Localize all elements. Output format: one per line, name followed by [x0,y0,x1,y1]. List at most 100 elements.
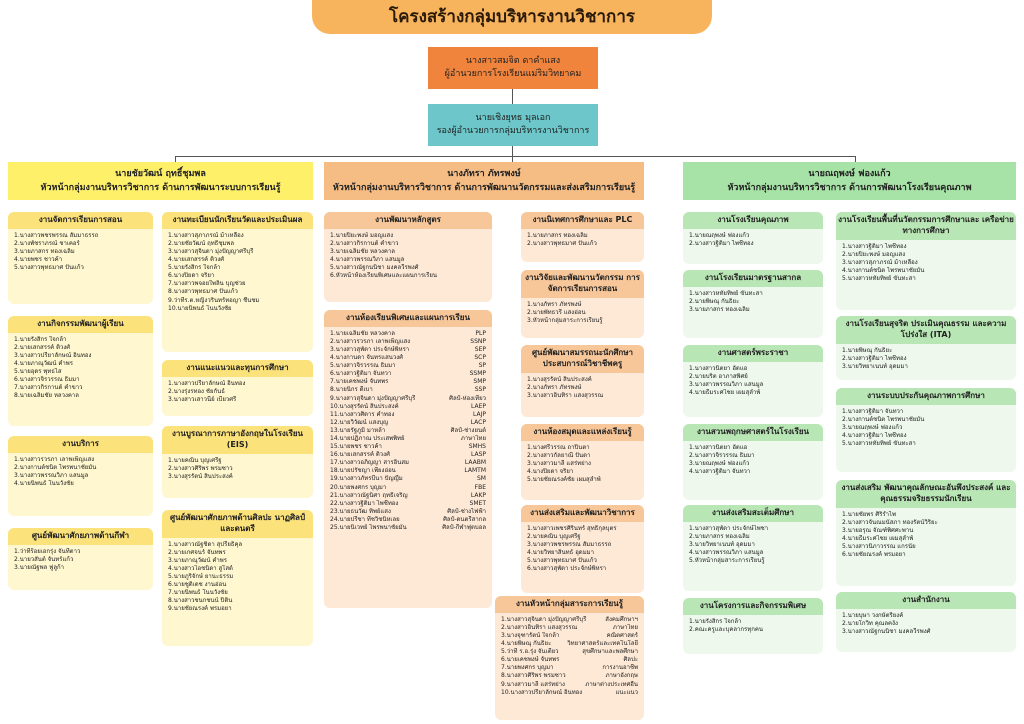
member-assignment: SCP [474,354,486,362]
member-item: 4.นางสาวพรรณวิภา แสนมูล [330,256,405,264]
member-item: 1.นายรังสิกร ใจกล้า [689,617,742,625]
director-box: นางสาวสมจิต ดาคำแสง ผู้อำนวยการโรงเรียนแ… [428,47,598,89]
member-assignment: สุขศึกษาและพลศึกษา [582,648,638,656]
card-members: 1.นางสุรรัตน์ สินประสงค์2.นางภัทรา ภัทรพ… [521,373,644,403]
card-title: งานสำนักงาน [836,592,1016,609]
card-title: งานโครงการและกิจกรรมพิเศษ [683,598,823,615]
member-row: 24.นายปรีชา ทีชวิชนิหเลยศิลป์-ดนตรีสากล [330,516,486,524]
member-name: 14.นายปฏิภาณ ประเสพพิทย์ [330,435,405,443]
member-item: 3.นายณฤพงษ์ ฟองแก้ว [689,459,750,467]
director-role: ผู้อำนวยการโรงเรียนแม่ริมวิทยาคม [444,69,582,79]
member-item: 3.นายภาสกร ทองเฉลิม [689,305,750,313]
member-item: 1.นายปิยะพงษ์ มอญแสง [330,231,394,239]
card-special-projects: งานโครงการและกิจกรรมพิเศษ 1.นายรังสิกร ใ… [683,598,823,654]
member-item: 4.นายธีมระศไชย เผมสุลำพ์ [842,534,914,542]
card-title: งานบริการ [8,436,153,453]
member-name: 11.นางสาวศิดาร คำทอง [330,410,395,418]
head-role: หัวหน้ากลุ่มงานบริหารวิชาการ ด้านการพัฒน… [727,183,972,193]
card-botanical-garden: งานสวนพฤกษศาสตร์ในโรงเรียน 1.นางสาวนิตยา… [683,424,823,500]
member-assignment: ศิลป์-ดนตรีสากล [443,515,486,523]
card-title: งานห้องสมุดและแหล่งเรียนรู้ [521,424,644,441]
member-name: 7.นายพงศกร บุญมา [501,664,554,672]
member-item: 2.นางสาวฐิติมา ไพชีทอง [689,239,754,247]
member-name: 5.นางสาวจิรวรรณ ธิมมา [330,362,396,370]
head-quality-school: นายณฤพงษ์ ฟองแก้ว หัวหน้ากลุ่มงานบริหารว… [683,162,1016,200]
member-name: 23.นายธนวัฒ ทิพย์แสง [330,507,391,515]
member-item: 3.นายณฤพงษ์ ฟองแก้ว [842,423,903,431]
member-item: 1.นายคณิน บุญเศรีฐ [168,456,222,464]
member-assignment: ภาษาไทย [612,623,638,631]
member-assignment: LAEP [471,402,486,410]
member-item: 2.นายพิษณุ กันธิยะ [689,297,740,305]
member-item: 2.นายเกศจนร์ จันทพร [168,548,226,556]
member-row: 10.นางสาวปรียาลักษณ์ อินทองแนะแนว [501,689,638,697]
member-item: 7.นายนิพนธ์ โนนวังชัย [168,589,228,597]
member-item: 2.นายคณิน บุญเศรีฐ [527,532,581,540]
member-name: 25.นายนิเวทย์ ไพรพนาชัยมัน [330,524,407,532]
card-sports: ศูนย์พัฒนาศักยภาพด้านกีฬา 1.ว่าที่ร้อยเอ… [8,528,153,590]
member-assignment: SM [477,475,486,483]
member-item: 1.นางสาวรวรภา เลาพเพ็ญแสง [14,455,95,463]
connector [175,156,176,162]
member-item: 5.นายชัยณรงค์ชัย เผมสุลำพ์ [527,476,601,484]
member-item: 7.นางสาวกิรกานต์ คำขาว [14,384,83,392]
member-row: 9.นางสาวมาลี แสร่ทย่างภาษาต่างประเทศอื่น [501,681,638,689]
member-item: 3.หัวหน้ากลุ่มสาระการเรียนรู้ [527,316,603,324]
card-title: งานส่งเสริม พัฒนาคุณลักษณะอันพึงประสงค์ … [836,480,1016,508]
member-row: 2.นางสาวอินทิรา แสงสุวรรณภาษาไทย [501,624,638,632]
member-item: 1.นางสาวฐิติมา ไพชีทอง [842,242,907,250]
member-name: 9.นางสาวมาลี แสร่ทย่าง [501,680,565,688]
member-assignment: LAABM [464,459,486,467]
member-item: 6.นางปิยดา จริยา [168,272,215,280]
member-item: 2.นายปิยะพงษ์ มอญแสง [842,250,906,258]
member-row: 14.นายปฏิภาณ ประเสพพิทย์ภาษาไทย [330,435,486,443]
member-item: 3.นายณัฐพล ฟูลูก้า [14,563,65,571]
member-assignment: วิทยาศาสตร์และเทคโนโลยี [567,640,638,648]
member-item: 4.นายภาณุวัฒน์ คำพร [14,360,73,368]
member-assignment: ศิลป์-กีฬาฟุตบอล [442,524,486,532]
member-name: 10.นางสาวปรียาลักษณ์ อินทอง [501,688,583,696]
card-title: งานพัฒนาหลักสูตร [324,212,492,229]
member-item: 9.ว่าที่ร.ต.หญิงวรินทร์ทอญา ชื่นชม [168,296,260,304]
member-item: 1.นางศรีวรรณ ถาปินตา [527,443,590,451]
member-name: 17.นางสาวอภิญญา สารอินสม [330,459,409,467]
member-item: 10.นายนิพนธ์ โนนวังชัย [168,304,232,312]
deputy-name: นายเชิงยุทธ มุลเอก [475,112,551,123]
member-item: 3.นายวิทยาเนนท์ อุดมมา [842,362,908,370]
member-item: 3.นายอรุณ จัณฑ์พิศศะพาน [842,526,914,534]
member-item: 3.นายวิทยาเนนท์ อุดมมา [689,540,755,548]
member-item: 3.นางสาวพชรพรรณ สัมมาธรรถ [527,540,612,548]
member-assignment: LAKP [470,491,486,499]
member-item: 3.นางสาวณัฐกนนิชา มงคลวีรพงศ์ [842,627,931,635]
member-assignment: SP [478,362,486,370]
member-item: 3.นางสาวพรรณวิภา แสนมูล [689,380,764,388]
member-item: 1.นางสาวเพชรศิรินทร์ สุทธิกุลบุตร [527,524,617,532]
member-item: 1.นางสาวณัฐชิดา สุปรียธิคุล [168,540,243,548]
card-supervision-plc: งานนิเทศการศึกษาและ PLC 1.นายภาสกร ทองเฉ… [521,212,644,262]
member-item: 3.นางสาวอินทิรา แสงสุวรรณ [527,391,604,399]
member-item: 2.นายพัทธวรี แสงอ่อน [527,308,586,316]
member-name: 9.นางสาวสุจินดา มุ่งปัญญาศรีบุรี [330,394,416,402]
card-office: งานสำนักงาน 1.นายบุษา วงกษัตริ์ยงค์2.นาย… [836,592,1016,652]
member-name: 10.นางสุรรัตน์ สินประสงค์ [330,402,399,410]
card-title: งานจัดการเรียนการสอน [8,212,153,229]
member-item: 2.คณะครูและบุคลากรทุกคน [689,625,763,633]
member-item: 2.นางสาวกิรกานต์ คำขาว [330,239,399,247]
member-name: 15.นายพชร ชาวค้า [330,443,382,451]
card-members: 1.นางสาวสุจินดา มุ่งปัญญาศรีบุรีสังคมศึก… [495,613,644,700]
member-item: 6.นางสาวสุพัดา ประจักษ์พิหรา [527,565,607,573]
member-item: 2.นายบริต อาภาสพิศย์ [689,372,748,380]
